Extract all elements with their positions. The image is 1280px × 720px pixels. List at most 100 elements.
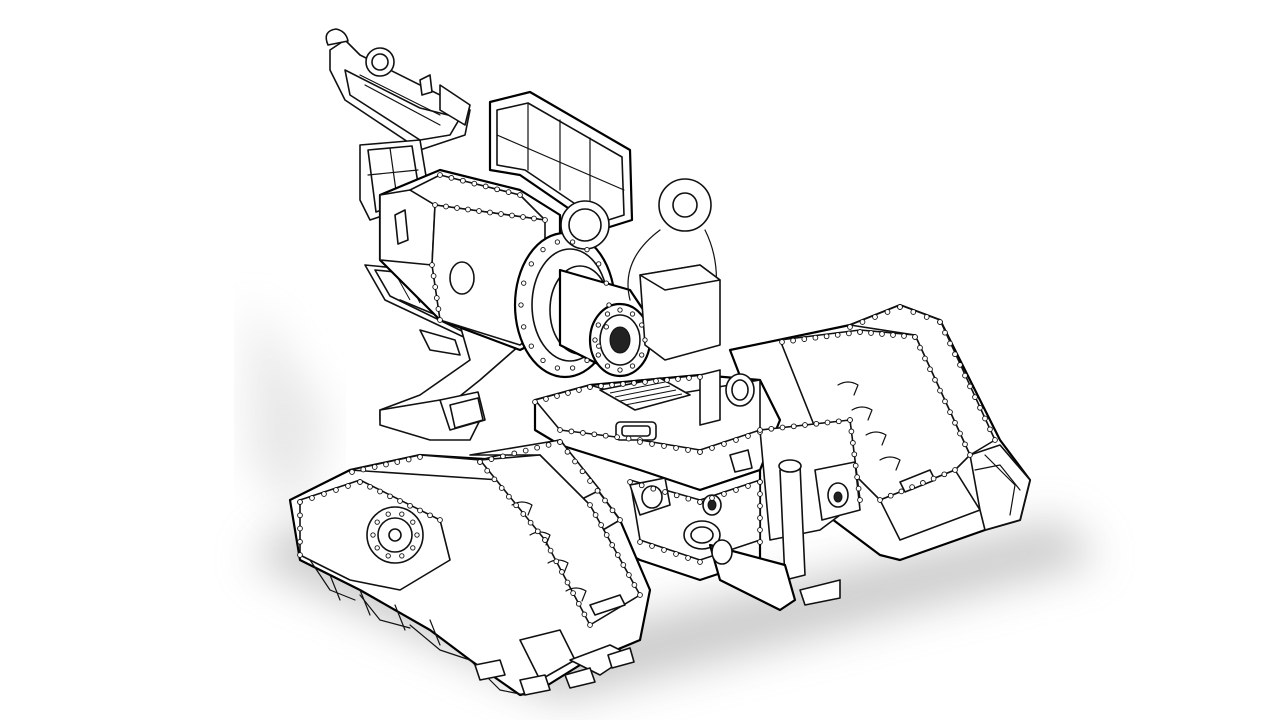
rivet — [930, 475, 937, 482]
rivet — [879, 331, 885, 337]
rivet — [602, 497, 608, 504]
rivet — [297, 552, 303, 558]
rivet — [414, 532, 420, 538]
rivet — [371, 464, 378, 470]
rivet — [559, 569, 565, 575]
rivet — [649, 441, 655, 447]
rivet — [901, 333, 907, 339]
rivet — [952, 467, 958, 473]
rivet — [454, 205, 460, 211]
rivet — [947, 340, 953, 347]
rivet — [614, 434, 620, 440]
rivet — [941, 471, 948, 478]
rivet — [649, 543, 655, 549]
rivet — [801, 336, 808, 342]
rivet — [967, 383, 973, 390]
rivet — [854, 474, 860, 480]
rivet — [653, 378, 659, 384]
rivet — [482, 183, 489, 190]
rivet — [394, 459, 401, 465]
rivet — [927, 366, 933, 373]
rivet — [581, 611, 588, 618]
main-drum-body — [378, 168, 721, 379]
rivet — [813, 420, 820, 427]
rivet — [569, 239, 576, 245]
rivet — [579, 468, 586, 475]
rivet — [884, 309, 891, 315]
rivet — [957, 362, 963, 368]
rivet — [733, 487, 739, 493]
rivet — [432, 284, 439, 290]
rivet — [857, 497, 863, 503]
rivet — [584, 246, 590, 253]
rivet — [697, 374, 703, 380]
rivet — [592, 337, 598, 343]
rivet — [547, 547, 554, 554]
rivet — [360, 466, 367, 473]
rivet — [757, 515, 763, 521]
rivet — [410, 519, 416, 525]
rivet — [890, 332, 896, 338]
rivet — [598, 383, 604, 389]
rivet — [857, 329, 863, 335]
rivet — [637, 439, 643, 445]
rivet — [920, 480, 926, 486]
rivet — [757, 479, 763, 485]
rivet — [345, 483, 351, 489]
rivet — [637, 539, 643, 545]
rivet — [297, 525, 303, 532]
rivet — [387, 493, 393, 500]
rivet — [540, 246, 546, 253]
rivet — [333, 487, 339, 493]
rivet — [952, 419, 958, 426]
rivet — [733, 437, 739, 443]
rivet — [494, 186, 500, 193]
rivet — [897, 304, 903, 310]
rivet — [617, 367, 623, 373]
rivet — [554, 365, 561, 371]
rivet — [532, 399, 538, 405]
rivet — [509, 212, 515, 219]
rivet — [405, 456, 412, 463]
rivet — [697, 559, 703, 565]
rivet — [609, 382, 615, 388]
rivet — [575, 600, 582, 607]
rivet — [513, 502, 519, 509]
rivet — [745, 433, 751, 439]
rivet — [542, 217, 548, 223]
rivet — [385, 553, 391, 559]
rivet — [591, 431, 598, 438]
rivet — [673, 445, 679, 451]
rivet — [517, 192, 523, 198]
rivet — [521, 324, 527, 330]
rivet — [859, 319, 866, 325]
rivet — [721, 491, 727, 497]
rivet — [721, 441, 727, 447]
rivet — [357, 479, 363, 485]
rivet — [848, 428, 855, 435]
rivet — [506, 493, 512, 500]
rivet — [606, 302, 612, 308]
rivet — [297, 499, 303, 505]
rivet — [596, 261, 602, 267]
rivet — [554, 239, 561, 245]
rivet — [448, 175, 455, 181]
left-track-assembly — [288, 438, 652, 697]
rivet — [587, 502, 593, 508]
rivet — [942, 398, 948, 405]
rivet — [385, 511, 391, 517]
rivet — [564, 448, 571, 455]
rivet — [662, 489, 668, 495]
rivet — [367, 483, 373, 490]
rivet — [569, 365, 576, 371]
rivet — [397, 498, 403, 504]
rivet — [576, 387, 582, 393]
rivet — [957, 430, 963, 437]
rivets — [297, 172, 998, 628]
rivet — [429, 262, 435, 268]
rivet — [779, 339, 785, 345]
rivet — [779, 424, 786, 431]
rivet — [617, 307, 623, 313]
rivet — [790, 337, 796, 344]
rivet — [488, 456, 495, 462]
